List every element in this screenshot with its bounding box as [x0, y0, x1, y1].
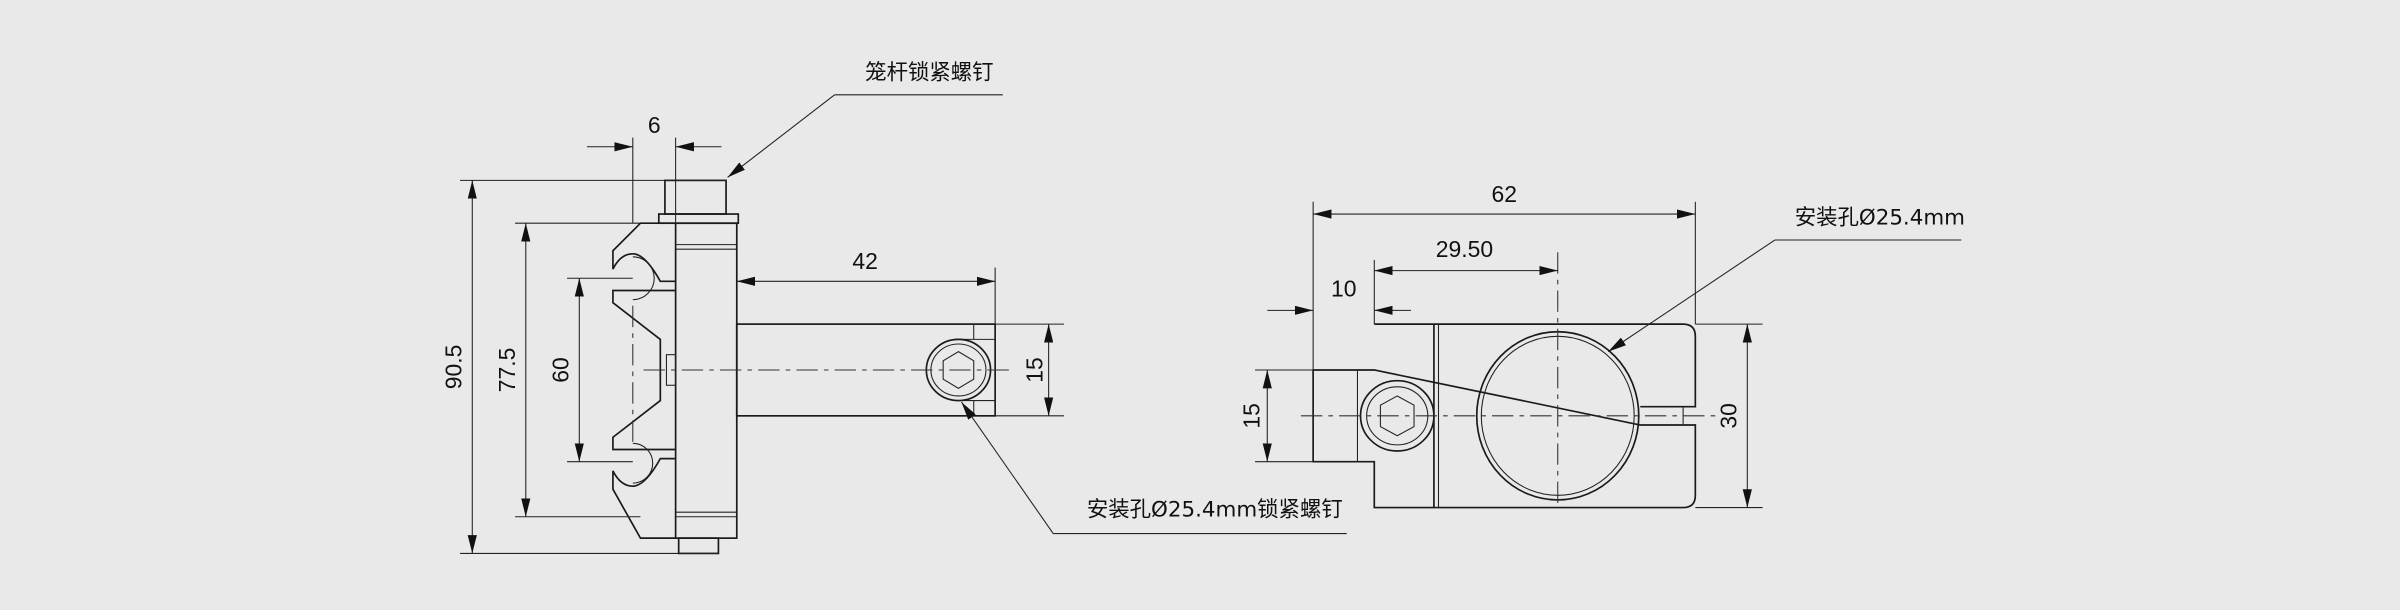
- dim-arm-width: 15: [1022, 357, 1048, 383]
- screw-flange: [657, 213, 740, 225]
- front-view: 62 29.50 10 15 30 安装孔Ø25.4mm: [1239, 181, 1965, 509]
- rod-seat-arc: [632, 442, 654, 484]
- leader-arrow: [1607, 239, 1776, 353]
- dim-hole-offset: 29.50: [1436, 236, 1493, 262]
- dim-thickness: 6: [648, 112, 661, 138]
- leader-arrow: [727, 94, 835, 178]
- rod-seat-arc: [632, 256, 655, 301]
- dim-arm-length: 42: [852, 248, 878, 274]
- dim-body-height: 30: [1716, 403, 1742, 429]
- side-view: 6 42 15 90.5 77.5 60 笼杆锁紧螺钉 安装孔Ø25.4mm锁紧…: [441, 60, 1347, 555]
- clamp-body: [674, 222, 738, 539]
- callout-cage-rod-screw: 笼杆锁紧螺钉: [865, 60, 993, 85]
- cage-rod-screw-head: [664, 179, 727, 215]
- dim-total-height: 90.5: [441, 345, 467, 390]
- dim-total-width: 62: [1491, 181, 1517, 207]
- dim-step-height: 15: [1239, 403, 1265, 429]
- leader-arrow: [961, 401, 1054, 534]
- dim-step-width: 10: [1331, 276, 1357, 302]
- bottom-pin: [677, 537, 720, 555]
- dim-rod-spacing: 60: [548, 357, 574, 383]
- callout-mount-hole-lock-screw: 安装孔Ø25.4mm锁紧螺钉: [1087, 498, 1343, 523]
- dim-body-height: 77.5: [494, 348, 520, 393]
- callout-mount-hole: 安装孔Ø25.4mm: [1795, 206, 1965, 231]
